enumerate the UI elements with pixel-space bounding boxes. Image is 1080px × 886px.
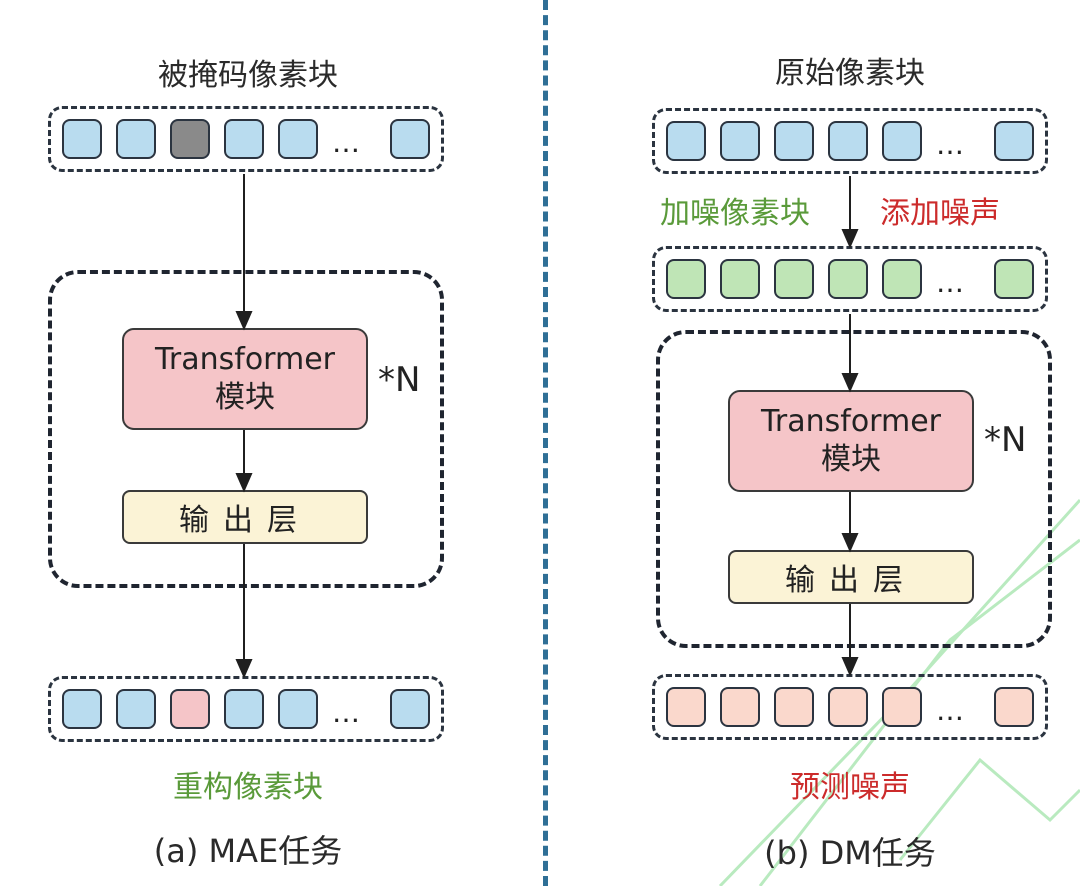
right-transformer-block: Transformer 模块 bbox=[728, 390, 974, 492]
right-output-patch bbox=[666, 687, 706, 727]
right-noised-ellipsis: … bbox=[936, 266, 964, 299]
right-output-ellipsis: … bbox=[936, 694, 964, 727]
right-input-patch bbox=[720, 121, 760, 161]
left-output-patch bbox=[390, 689, 430, 729]
left-input-ellipsis: … bbox=[332, 126, 360, 159]
left-input-patch bbox=[224, 119, 264, 159]
left-input-patch bbox=[278, 119, 318, 159]
right-noised-label: 加噪像素块 bbox=[660, 196, 810, 231]
left-transformer-group bbox=[48, 270, 444, 588]
left-output-patch bbox=[62, 689, 102, 729]
left-top-label: 被掩码像素块 bbox=[158, 58, 338, 93]
right-noised-patch bbox=[828, 259, 868, 299]
right-transformer-group bbox=[656, 330, 1052, 648]
right-output-patch bbox=[882, 687, 922, 727]
right-add-noise-label: 添加噪声 bbox=[880, 196, 1000, 231]
right-noised-patch bbox=[720, 259, 760, 299]
left-output-patch bbox=[116, 689, 156, 729]
left-caption: (a) MAE任务 bbox=[153, 832, 343, 870]
right-input-patch bbox=[774, 121, 814, 161]
left-output-patch-row bbox=[48, 676, 444, 742]
right-caption: (b) DM任务 bbox=[764, 834, 936, 872]
left-transformer-line2: 模块 bbox=[215, 380, 275, 415]
right-noised-patch bbox=[882, 259, 922, 299]
right-input-patch-row bbox=[652, 108, 1048, 174]
panel-divider bbox=[543, 0, 548, 886]
left-bottom-label: 重构像素块 bbox=[173, 770, 323, 805]
left-input-patch-row bbox=[48, 106, 444, 172]
left-output-patch bbox=[224, 689, 264, 729]
left-output-patch bbox=[278, 689, 318, 729]
right-top-label: 原始像素块 bbox=[775, 56, 925, 91]
right-transformer-line2: 模块 bbox=[821, 442, 881, 477]
right-bottom-label: 预测噪声 bbox=[790, 770, 910, 805]
right-output-layer: 输出层 bbox=[728, 550, 974, 604]
right-transformer-line1: Transformer bbox=[760, 404, 941, 439]
left-output-layer: 输出层 bbox=[122, 490, 368, 544]
right-noised-patch bbox=[666, 259, 706, 299]
right-input-patch bbox=[882, 121, 922, 161]
left-input-patch bbox=[170, 119, 210, 159]
right-input-ellipsis: … bbox=[936, 128, 964, 161]
right-noised-patch bbox=[994, 259, 1034, 299]
left-output-ellipsis: … bbox=[332, 696, 360, 729]
left-input-patch bbox=[116, 119, 156, 159]
right-input-patch bbox=[828, 121, 868, 161]
left-input-patch bbox=[62, 119, 102, 159]
right-output-patch bbox=[774, 687, 814, 727]
right-repeat-label: *N bbox=[984, 420, 1027, 460]
left-transformer-block: Transformer 模块 bbox=[122, 328, 368, 430]
right-output-patch bbox=[828, 687, 868, 727]
right-noised-patch bbox=[774, 259, 814, 299]
left-repeat-label: *N bbox=[378, 360, 421, 400]
right-input-patch bbox=[994, 121, 1034, 161]
left-transformer-line1: Transformer bbox=[154, 342, 335, 377]
right-output-patch bbox=[994, 687, 1034, 727]
right-output-patch bbox=[720, 687, 760, 727]
right-input-patch bbox=[666, 121, 706, 161]
left-output-patch bbox=[170, 689, 210, 729]
left-input-patch bbox=[390, 119, 430, 159]
